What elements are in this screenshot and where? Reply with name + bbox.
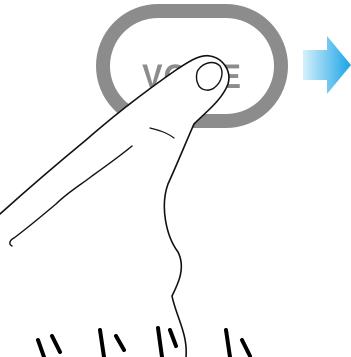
voice-instruction-illustration: VOICE [0, 0, 351, 357]
bottom-strokes [0, 0, 351, 357]
